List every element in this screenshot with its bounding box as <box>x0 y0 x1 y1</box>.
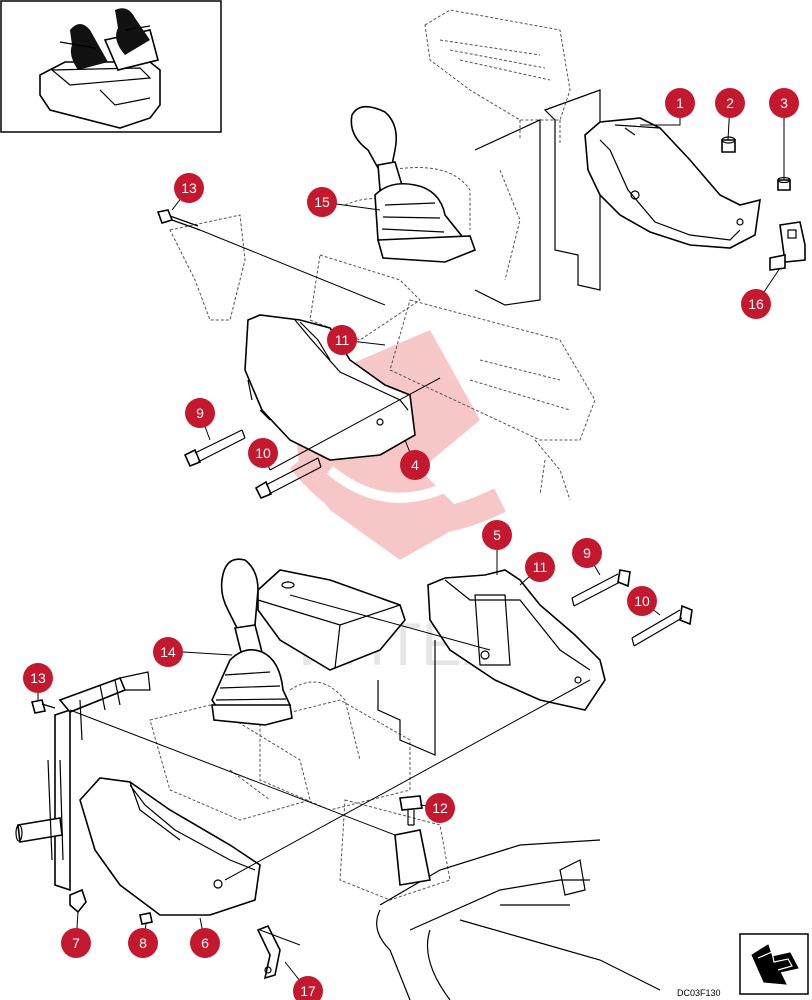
svg-text:8: 8 <box>139 935 147 951</box>
bolt-part-9-upper <box>183 429 246 468</box>
callout-11-lower: 11 <box>525 552 555 582</box>
callout-17: 17 <box>293 976 323 1000</box>
callout-10-lower: 10 <box>627 586 657 616</box>
callout-13-lower: 13 <box>23 663 53 693</box>
screw-part-8 <box>139 912 153 925</box>
lower-assembly <box>15 558 693 1000</box>
bolt-part-13-lower <box>31 699 56 714</box>
svg-text:12: 12 <box>432 800 448 816</box>
orientation-box <box>739 933 809 995</box>
bolt-part-10-upper <box>254 457 322 500</box>
svg-text:11: 11 <box>533 559 548 575</box>
svg-text:9: 9 <box>583 545 591 561</box>
upper-assembly <box>156 9 806 501</box>
callout-4: 4 <box>400 450 430 480</box>
forward-direction-arrow-icon <box>751 944 799 985</box>
cover-part-5 <box>427 569 606 711</box>
plug-part-7 <box>69 888 87 914</box>
callout-1: 1 <box>665 88 695 118</box>
cover-part-6 <box>79 777 261 916</box>
svg-text:5: 5 <box>493 527 501 543</box>
callout-8: 8 <box>128 928 158 958</box>
svg-text:1: 1 <box>676 95 684 111</box>
joystick-lower <box>211 558 293 726</box>
armrest-box <box>257 569 406 671</box>
callout-12: 12 <box>425 793 455 823</box>
callout-14: 14 <box>153 637 183 667</box>
callout-9-lower: 9 <box>572 538 602 568</box>
callout-11-upper: 11 <box>327 325 357 355</box>
callout-7: 7 <box>61 928 91 958</box>
svg-text:9: 9 <box>196 405 204 421</box>
svg-text:11: 11 <box>335 332 350 348</box>
callout-10-upper: 10 <box>248 438 278 468</box>
clip-part-17 <box>256 924 281 980</box>
lever-bracket <box>15 671 151 892</box>
callout-5: 5 <box>482 520 512 550</box>
svg-text:17: 17 <box>300 983 316 999</box>
callout-3: 3 <box>769 88 799 118</box>
bolt-part-9-lower <box>571 569 631 607</box>
svg-text:10: 10 <box>255 445 271 461</box>
svg-text:3: 3 <box>780 95 788 111</box>
svg-text:13: 13 <box>30 670 46 686</box>
bolt-part-13-upper <box>156 209 201 231</box>
clip-part-16 <box>769 221 806 271</box>
callout-9-upper: 9 <box>185 398 215 428</box>
joystick-upper <box>350 105 477 263</box>
svg-text:10: 10 <box>634 593 650 609</box>
callout-15: 15 <box>307 187 337 217</box>
callout-6: 6 <box>190 928 220 958</box>
svg-text:15: 15 <box>314 194 330 210</box>
svg-text:6: 6 <box>201 935 209 951</box>
callout-2: 2 <box>715 88 745 118</box>
operator-seat-view-icon <box>39 8 161 129</box>
bolt-part-10-lower <box>631 604 693 647</box>
callout-13-upper: 13 <box>174 173 204 203</box>
svg-text:14: 14 <box>160 644 176 660</box>
callout-16: 16 <box>741 289 771 319</box>
svg-text:13: 13 <box>181 180 197 196</box>
callouts: 1 2 3 4 5 6 7 8 9 9 10 10 11 11 12 13 13… <box>23 88 799 1000</box>
svg-text:2: 2 <box>726 95 734 111</box>
svg-text:7: 7 <box>72 935 80 951</box>
figure-code: DC03F130 <box>677 988 721 998</box>
inset-view <box>0 0 222 133</box>
svg-text:4: 4 <box>411 457 419 473</box>
cover-part-1 <box>584 117 761 249</box>
bolt-part-12 <box>394 795 431 886</box>
svg-text:16: 16 <box>748 296 764 312</box>
lower-cover-part-4 <box>244 314 416 461</box>
